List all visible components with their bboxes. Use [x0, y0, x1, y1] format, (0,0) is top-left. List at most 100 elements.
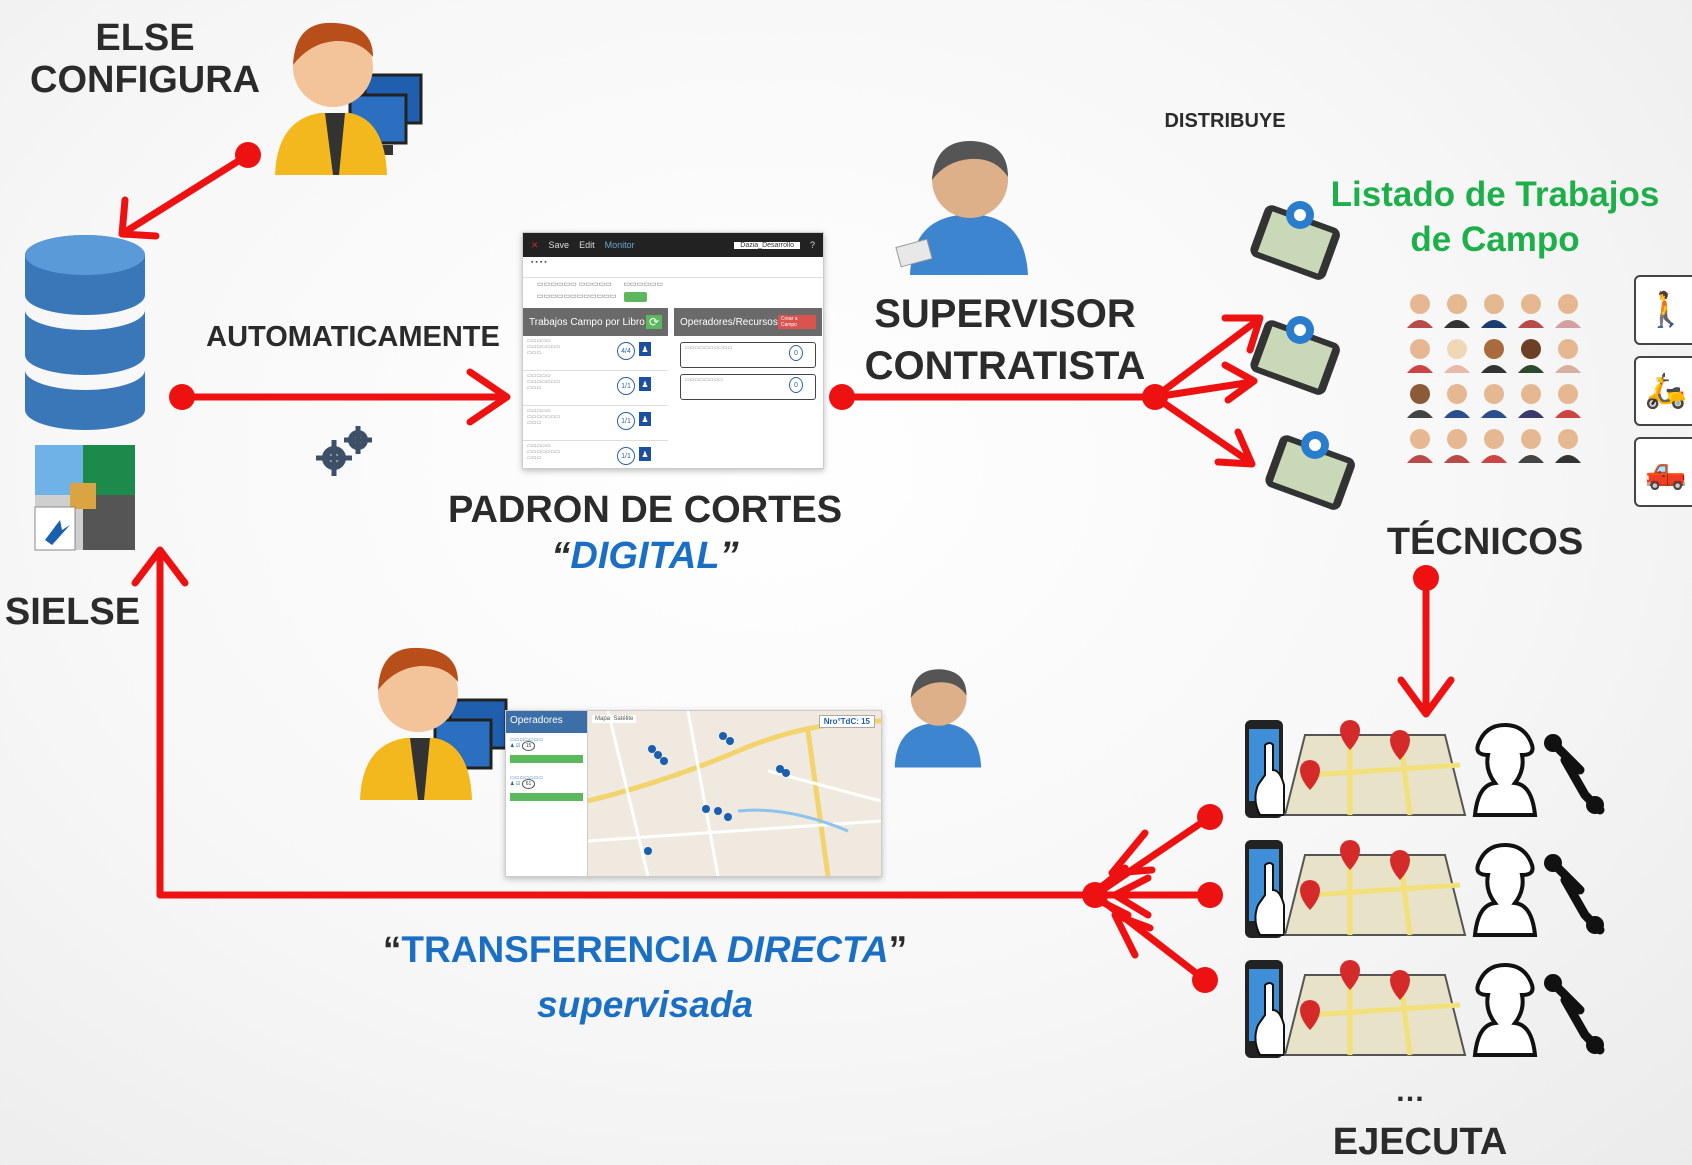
list-item[interactable]: ▭▭▭▭▭▭▭▭▭▭▭▭▭▭▭1/1♟: [523, 406, 668, 441]
fan-down-line: [1151, 393, 1254, 466]
list-item[interactable]: ▭▭▭▭▭▭▭▭▭▭▭▭▭▭▭1/1♟: [523, 371, 668, 406]
phone-map-icon-3: [1265, 431, 1355, 510]
nav-item[interactable]: Save: [548, 240, 570, 250]
padron-digital: DIGITAL: [570, 534, 720, 577]
supervisor-user-icon-2: [894, 669, 982, 768]
person-icon[interactable]: ♟: [639, 377, 651, 391]
walker-icon: 🚶: [1644, 291, 1688, 329]
person-icon[interactable]: ♟: [639, 447, 651, 461]
person-icon: ♟: [510, 781, 515, 787]
supervisor-line1: SUPERVISOR: [874, 292, 1136, 336]
operator-count: 0: [789, 377, 803, 393]
nav-item[interactable]: Edit: [579, 240, 595, 250]
fanin-head-1: [1108, 829, 1156, 877]
nav-item[interactable]: Monitor: [604, 240, 635, 250]
else-configura-line2: CONFIGURA: [30, 58, 261, 101]
filter-row: ▭▭▭▭▭▭ ▭▭▭▭▭ ▭▭▭▭▭▭: [537, 281, 664, 288]
transferencia-word: TRANSFERENCIA: [401, 929, 727, 970]
arrow-configura-head: [118, 196, 160, 240]
arrow-configura-line: [121, 151, 252, 236]
share-icon[interactable]: ⟳: [645, 315, 662, 329]
distribuye-label: DISTRIBUYE: [1164, 110, 1286, 132]
padron-topbar: ✕ Save Edit Monitor Dazia_Desarrollo ?: [523, 233, 823, 257]
phone-map-icon: [1250, 201, 1340, 280]
operator-count: 0: [789, 345, 803, 361]
count-badge: 1/1: [617, 412, 635, 430]
padron-line2: “DIGITAL”: [420, 534, 870, 578]
count-badge: 4/4: [617, 342, 635, 360]
map-streets: [587, 711, 881, 876]
else-configura-line1: ELSE: [95, 17, 195, 59]
left-panel: Trabajos Campo por Libro⟳ ▭▭▭▭▭▭▭▭▭▭▭▭▭▭…: [523, 308, 668, 468]
person-icon: ♟: [510, 743, 515, 749]
person-icon[interactable]: ♟: [639, 412, 651, 426]
transferencia-line1: “TRANSFERENCIA DIRECTA”: [340, 929, 950, 971]
help-icon[interactable]: ?: [809, 240, 815, 250]
app-logo-icon: ✕: [531, 239, 539, 250]
transferencia-label: “TRANSFERENCIA DIRECTA” supervisada: [340, 929, 950, 1025]
database-icon: [25, 235, 145, 430]
directa-word: DIRECTA: [726, 929, 889, 970]
fanin-top-line: [1091, 813, 1214, 899]
walker-tile: 🚶: [1634, 275, 1692, 345]
left-panel-title: Trabajos Campo por Libro: [529, 316, 645, 328]
count-badge: 1/1: [617, 377, 635, 395]
filter-row: ▭▭▭▭▭▭▭▭▭▭▭▭: [523, 290, 823, 302]
motorbike-tile: 🛵: [1634, 356, 1692, 426]
dot-configura: [235, 142, 261, 168]
automaticamente-label: AUTOMATICAMENTE: [206, 321, 500, 353]
admin-user-icon-2: [360, 647, 508, 800]
dot-tecnicos: [1413, 565, 1439, 591]
listado-line1: Listado de Trabajos: [1330, 175, 1660, 214]
motorbike-icon: 🛵: [1644, 372, 1688, 410]
arrow-automatic-head: [466, 368, 511, 426]
supervisada-word: supervisada: [537, 983, 753, 1025]
user-field[interactable]: Dazia_Desarrollo: [734, 241, 800, 249]
operators-panel-title: Operadores: [506, 711, 587, 733]
padron-screenshot: ✕ Save Edit Monitor Dazia_Desarrollo ? ▪…: [522, 232, 824, 469]
list-item[interactable]: ▭▭▭▭▭▭▭▭▭▭▭▭▭▭▭1/1♟: [523, 441, 668, 468]
fanin-head-2: [1111, 874, 1152, 919]
listado-line2: de Campo: [1410, 219, 1580, 259]
person-icon[interactable]: ♟: [639, 342, 651, 356]
transferencia-quote-close: ”: [888, 929, 908, 970]
fan-mid-head: [1221, 361, 1258, 404]
padron-label: PADRON DE CORTES “DIGITAL”: [420, 489, 870, 578]
list-item[interactable]: ▭▭▭▭▭▭▭▭▭▭▭▭▭▭▭4/4♟: [523, 336, 668, 371]
operator-row[interactable]: ▭▭▭▭▭▭▭♟ ☑ 15: [510, 737, 544, 751]
right-panel-title: Operadores/Recursos: [680, 316, 778, 328]
admin-user-icon: [275, 22, 423, 175]
tdc-badge: Nro°TdC: 15: [818, 715, 875, 728]
map-tabs[interactable]: Mapa Satélite: [592, 715, 637, 723]
workers-group: [1240, 715, 1680, 1085]
truck-tile: 🛻: [1634, 437, 1692, 507]
create-button[interactable]: Crear a Campo: [777, 315, 816, 329]
tecnicos-label: TÉCNICOS: [1386, 521, 1584, 563]
padron-quote-close: ”: [719, 534, 739, 577]
fan-down-head: [1214, 428, 1256, 468]
tab-mapa[interactable]: Mapa: [595, 716, 611, 722]
gears-icon: [316, 426, 372, 476]
progress-bar: [510, 793, 583, 801]
transfer-screenshot: Operadores ▭▭▭▭▭▭▭♟ ☑ 15 ▭▭▭▭▭▭▭♟ ☑ 61 M…: [505, 710, 882, 877]
else-configura-label: ELSE CONFIGURA: [30, 17, 261, 102]
map-view[interactable]: Mapa Satélite Nro°TdC: 15: [587, 711, 881, 876]
sielse-label: SIELSE: [4, 591, 141, 633]
fan-up-line: [1151, 316, 1262, 401]
search-button[interactable]: [624, 292, 647, 302]
dot-worker-1: [1197, 804, 1223, 830]
supervisor-user-icon: [895, 140, 1028, 275]
operator-row[interactable]: ▭▭▭▭▭▭▭♟ ☑ 61: [510, 775, 544, 789]
arrow-ejecuta-head: [1397, 676, 1455, 718]
progress-bar: [510, 755, 583, 763]
supervisor-label: SUPERVISOR CONTRATISTA: [855, 292, 1155, 388]
operator-item[interactable]: ▭▭▭▭▭▭▭▭▭▭0: [680, 342, 816, 368]
listado-label: Listado de Trabajos de Campo: [1310, 175, 1680, 259]
tab-satelite[interactable]: Satélite: [613, 716, 634, 722]
padron-tabs[interactable]: ▪ ▪ ▪ ▪: [523, 257, 823, 278]
dot-worker-3: [1192, 967, 1218, 993]
operator-item[interactable]: ▭▭▭▭▭▭▭▭0: [680, 374, 816, 400]
left-panel-header: Trabajos Campo por Libro⟳: [523, 308, 668, 336]
